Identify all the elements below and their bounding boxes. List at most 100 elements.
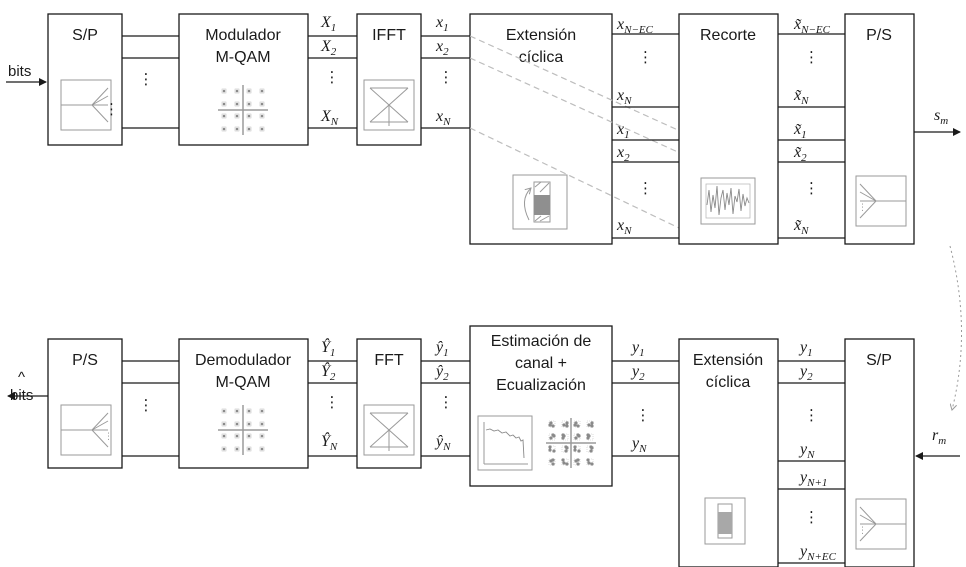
constellation-point [586, 458, 594, 466]
rx-extension-title-1: Extensión [693, 352, 763, 369]
rx-sp-icon: ⋮ [855, 498, 907, 550]
tx-ext-out-ellipsis: ⋮ [638, 180, 653, 197]
tx-clip-out-label: x̃N−EC [793, 16, 831, 36]
constellation-point [259, 113, 265, 119]
constellation-point [222, 114, 226, 118]
constellation-point [565, 446, 569, 450]
tx-constellation-icon [218, 85, 268, 135]
tx-modulator-title-2: M-QAM [215, 49, 270, 66]
constellation-point [565, 421, 569, 425]
rx-fft-butterfly-icon [363, 404, 415, 456]
tx-mod-out-ellipsis: ⋮ [325, 69, 340, 86]
constellation-point [587, 434, 591, 438]
rx-ext-in-label: y2 [798, 363, 813, 383]
constellation-point [234, 113, 240, 119]
rx-ext-in-label: y1 [798, 339, 813, 359]
constellation-point [234, 126, 240, 132]
rx-eq-in-label-3: yN [630, 435, 647, 455]
tx-input-label: bits [8, 63, 31, 80]
constellation-point [576, 458, 580, 462]
tx-ps-title: P/S [866, 27, 892, 44]
constellation-point [246, 101, 252, 107]
constellation-point [590, 446, 594, 450]
tx-sp-mod-ellipsis: ⋮ [139, 71, 154, 88]
constellation-point [246, 433, 252, 439]
rx-equalizer-title-1: Estimación de [491, 333, 592, 350]
constellation-point [549, 436, 553, 440]
constellation-point [260, 89, 264, 93]
rx-fft-out-label-2: ŷ2 [434, 363, 449, 383]
tx-copy-dashed-line-3 [469, 127, 701, 239]
svg-text:⋮: ⋮ [858, 202, 867, 212]
tx-ext-out-label: xN [616, 217, 632, 237]
constellation-point [234, 101, 240, 107]
tx-extension-title-2: cíclica [519, 49, 564, 66]
constellation-point [259, 421, 265, 427]
constellation-point [590, 462, 594, 466]
rx-demod-ps-ellipsis: ⋮ [139, 397, 154, 414]
constellation-point [221, 101, 227, 107]
rx-extension-title-2: cíclica [706, 374, 751, 391]
tx-ext-out-label: x2 [616, 144, 630, 164]
rx-sp-title: S/P [866, 352, 892, 369]
constellation-point [260, 127, 264, 131]
tx-ext-out-label: x1 [616, 121, 630, 141]
tx-clip-out-label: x̃1 [793, 121, 807, 141]
rx-fft-out-ellipsis: ⋮ [439, 394, 454, 411]
constellation-point [246, 88, 252, 94]
rx-fft-title: FFT [374, 352, 404, 369]
constellation-point [548, 448, 552, 452]
rx-channel-response-icon [477, 415, 533, 471]
constellation-point [260, 422, 264, 426]
rx-fft-out-label-3: ŷN [434, 433, 451, 453]
constellation-point [552, 434, 556, 438]
constellation-point [247, 114, 251, 118]
rx-ps-title: P/S [72, 352, 98, 369]
constellation-point [246, 126, 252, 132]
constellation-point [552, 449, 556, 453]
constellation-point [222, 409, 226, 413]
constellation-point [260, 434, 264, 438]
constellation-point [222, 422, 226, 426]
tx-sp-title: S/P [72, 27, 98, 44]
tx-cyclic-prefix-icon [512, 174, 568, 230]
constellation-point [586, 458, 590, 462]
constellation-point [562, 461, 566, 465]
constellation-point [246, 113, 252, 119]
constellation-point [221, 88, 227, 94]
tx-ps-icon: ⋮ [855, 175, 907, 227]
tx-clipping-title: Recorte [700, 27, 756, 44]
svg-text:⋮: ⋮ [858, 525, 867, 535]
rx-eq-in-ellipsis: ⋮ [636, 407, 651, 424]
constellation-point [551, 462, 555, 466]
constellation-point [234, 408, 240, 414]
constellation-point [549, 421, 553, 425]
tx-clip-ps-lines: x̃N−ECx̃Nx̃1x̃2x̃N⋮⋮ [778, 16, 845, 239]
tx-clip-out-label: x̃N [793, 217, 809, 237]
tx-clip-out-ellipsis: ⋮ [804, 49, 819, 66]
constellation-point [234, 421, 240, 427]
tx-clip-out-ellipsis: ⋮ [804, 180, 819, 197]
svg-text:⋮: ⋮ [104, 431, 113, 441]
constellation-point [222, 127, 226, 131]
constellation-point [222, 434, 226, 438]
rx-output-hat: ^ [18, 369, 25, 386]
tx-ifft-out-ellipsis: ⋮ [439, 69, 454, 86]
tx-mod-out-label-3: XN [320, 108, 339, 128]
constellation-point [246, 408, 252, 414]
constellation-point [259, 408, 265, 414]
constellation-point [247, 89, 251, 93]
constellation-point [587, 423, 591, 427]
constellation-point [260, 409, 264, 413]
tx-mod-out-label-1: X1 [320, 14, 336, 34]
rx-equalizer-title-3: Ecualización [496, 377, 586, 394]
tx-ext-out-label: xN−EC [616, 16, 654, 36]
constellation-point [234, 88, 240, 94]
constellation-point [565, 462, 569, 466]
constellation-point [235, 127, 239, 131]
rx-scattered-constellation-icon [546, 418, 596, 468]
constellation-point [561, 458, 565, 462]
rx-ps-icon: ⋮ [60, 404, 113, 456]
